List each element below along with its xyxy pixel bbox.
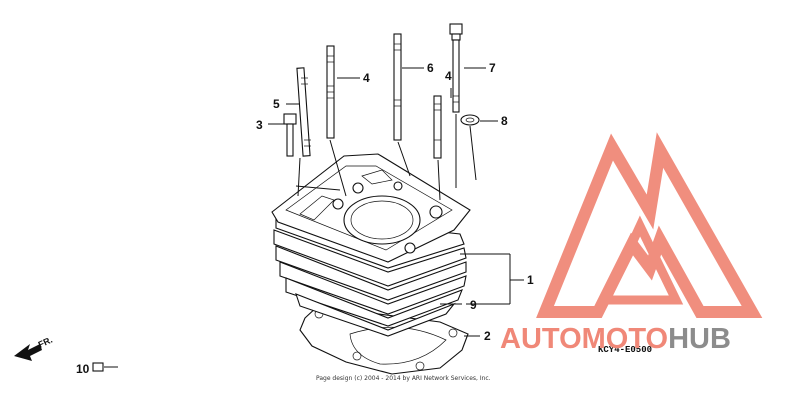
bolt-3 (283, 113, 297, 157)
leader-lines (104, 67, 524, 368)
brand-wordmark: AUTOMOTOHUB (500, 323, 731, 355)
cylinder-block (271, 153, 471, 337)
callout-7: 7 (489, 61, 496, 75)
front-label: FR. (37, 335, 54, 350)
callout-9: 9 (470, 298, 477, 312)
dowel-pin-10 (92, 362, 104, 372)
front-direction-arrow: FR. (14, 335, 54, 361)
automotohub-logo (536, 132, 763, 318)
stud-bolt-4-right (433, 95, 442, 159)
washer-8 (460, 114, 480, 126)
stud-bolt-6 (393, 33, 402, 141)
copyright-notice: Page design (c) 2004 - 2014 by ARI Netwo… (316, 375, 491, 382)
diagram-code: KCY4-E0500 (598, 345, 652, 355)
callout-4-lower: 4 (445, 69, 452, 83)
bolt-7 (449, 23, 463, 113)
stud-bolt-4-left (326, 45, 335, 139)
callout-8: 8 (501, 114, 508, 128)
callout-4-upper: 4 (363, 71, 370, 85)
callout-5: 5 (273, 97, 280, 111)
stud-bolt-5 (296, 67, 311, 157)
callout-2: 2 (484, 329, 491, 343)
callout-3: 3 (256, 118, 263, 132)
callout-6: 6 (427, 61, 434, 75)
callout-10: 10 (76, 362, 90, 376)
callout-1: 1 (527, 273, 534, 287)
brand-part-gray: HUB (668, 323, 731, 355)
brand-part-accent: AUTOMOTO (500, 323, 668, 355)
